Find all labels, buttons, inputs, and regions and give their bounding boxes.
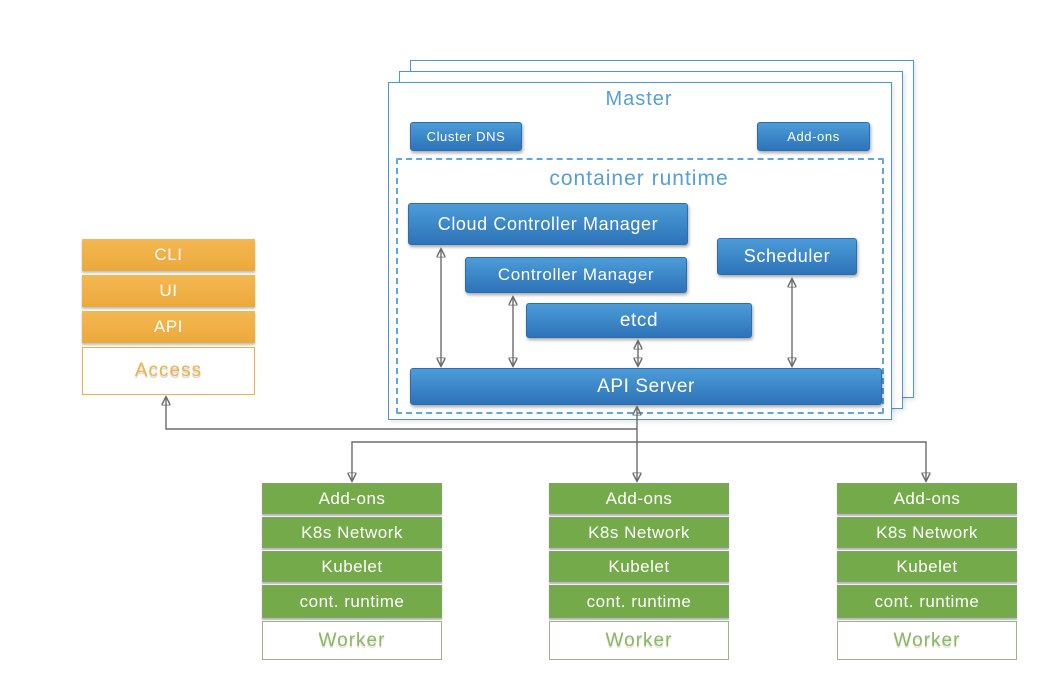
- scheduler-box: Scheduler: [717, 238, 857, 275]
- worker-3-label-box: Worker: [837, 621, 1017, 660]
- cloud-controller-manager-box: Cloud Controller Manager: [408, 203, 688, 245]
- cli-box: CLI: [82, 239, 255, 271]
- worker-2-addons-box: Add-ons: [549, 483, 729, 514]
- worker-2-k8s-network-box: K8s Network: [549, 517, 729, 548]
- controller-manager-box: Controller Manager: [465, 257, 687, 293]
- worker-3-k8s-network-box: K8s Network: [837, 517, 1017, 548]
- api-box: API: [82, 311, 255, 343]
- worker-3-cont-runtime-box: cont. runtime: [837, 585, 1017, 618]
- access-stack: CLI UI API Access: [82, 239, 255, 395]
- worker-node-2: Add-ons K8s Network Kubelet cont. runtim…: [549, 483, 729, 660]
- master-title: Master: [605, 88, 673, 110]
- worker-1-k8s-network-box: K8s Network: [262, 517, 442, 548]
- worker-1-addons-box: Add-ons: [262, 483, 442, 514]
- worker-2-kubelet-box: Kubelet: [549, 551, 729, 582]
- etcd-box: etcd: [526, 303, 752, 338]
- ui-box: UI: [82, 275, 255, 307]
- arrow-apiserver-worker-3: [637, 441, 926, 481]
- worker-3-kubelet-box: Kubelet: [837, 551, 1017, 582]
- access-label-box: Access: [82, 347, 255, 395]
- arrow-apiserver-worker-1: [352, 441, 637, 481]
- worker-node-1: Add-ons K8s Network Kubelet cont. runtim…: [262, 483, 442, 660]
- api-server-box: API Server: [410, 368, 882, 405]
- worker-1-label-box: Worker: [262, 621, 442, 660]
- worker-node-3: Add-ons K8s Network Kubelet cont. runtim…: [837, 483, 1017, 660]
- cluster-dns-box: Cluster DNS: [410, 122, 522, 151]
- worker-2-label-box: Worker: [549, 621, 729, 660]
- worker-1-cont-runtime-box: cont. runtime: [262, 585, 442, 618]
- worker-3-addons-box: Add-ons: [837, 483, 1017, 514]
- container-runtime-title: container runtime: [549, 167, 729, 190]
- worker-1-kubelet-box: Kubelet: [262, 551, 442, 582]
- master-addons-box: Add-ons: [757, 122, 870, 151]
- worker-2-cont-runtime-box: cont. runtime: [549, 585, 729, 618]
